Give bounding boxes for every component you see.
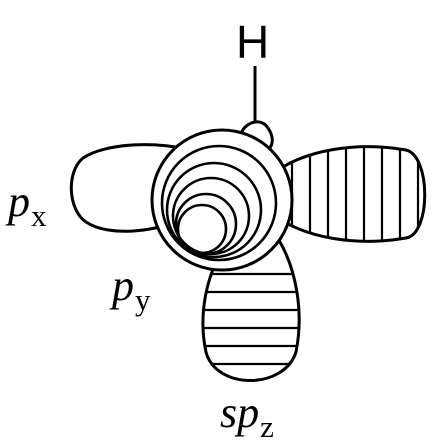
hydrogen-label: H bbox=[236, 16, 269, 68]
spz-lobe bbox=[201, 240, 301, 382]
py-label: py bbox=[109, 261, 151, 317]
right-hatched-lobe bbox=[268, 145, 427, 243]
px-label: px bbox=[5, 177, 47, 233]
spz-label: spz bbox=[220, 388, 274, 442]
py-lobe bbox=[150, 128, 294, 272]
